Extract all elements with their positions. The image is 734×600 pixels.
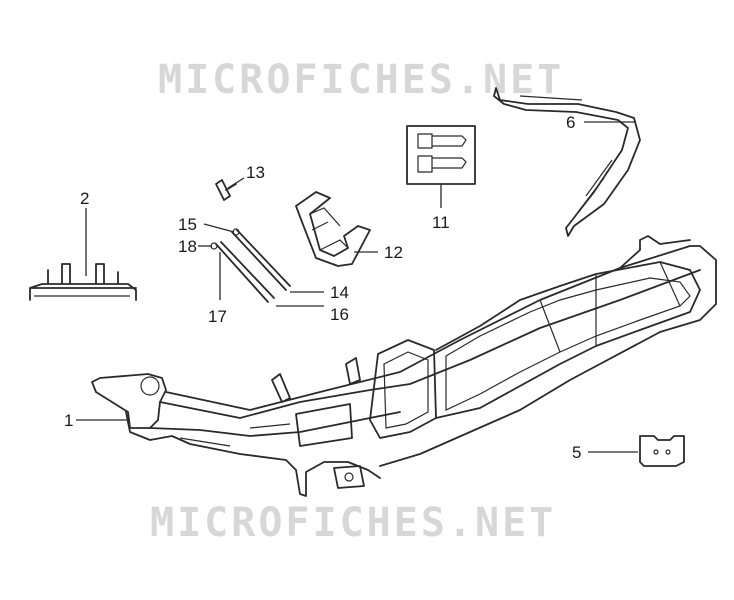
callout-11: 11 [432,213,450,232]
callout-13: 13 [246,163,265,182]
part-12-bracket [295,191,371,267]
callout-14: 14 [330,283,349,302]
callout-1: 1 [64,411,73,430]
leader-lines [76,121,638,453]
callout-5: 5 [572,443,581,462]
callout-12: 12 [384,243,403,262]
callout-18: 18 [178,237,197,256]
part-13-bolt [215,179,237,201]
callout-16: 16 [330,305,349,324]
watermark-bottom: MICROFICHES.NET [150,500,556,546]
part-6-grab-rail [493,87,641,237]
parts-14-18-rods [210,228,291,303]
part-2-bracket [29,263,137,301]
callout-2: 2 [80,189,89,208]
part-5-plate [639,435,685,467]
part-1-main-frame [91,235,717,497]
watermark-top: MICROFICHES.NET [158,57,564,103]
callout-15: 15 [178,215,197,234]
part-11-label-box [406,125,476,185]
callout-6: 6 [566,113,575,132]
callout-17: 17 [208,307,227,326]
